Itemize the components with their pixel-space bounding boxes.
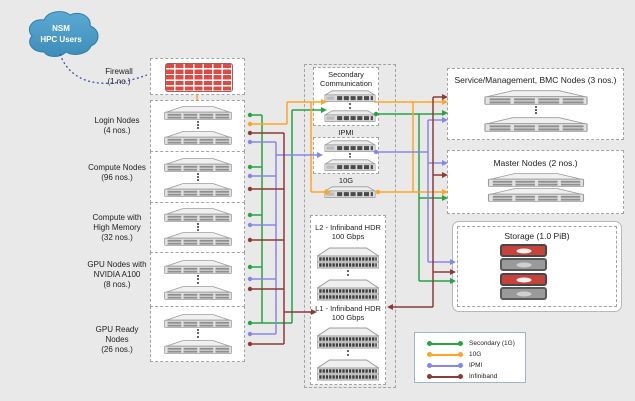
server-icon [478,116,594,133]
legend-item-10g: 10G [427,349,525,360]
stack-link [347,350,349,356]
legend-line-infiniband [427,374,463,379]
stack-link [197,223,199,231]
cloud-label-line1: NSM [52,24,70,33]
cloud-icon [28,11,99,57]
server-icon [160,231,236,247]
server-icon [160,259,236,275]
label-text: GPU Ready Nodes [95,325,139,344]
legend-label: 10G [469,351,482,358]
legend-line-secondary [427,341,463,346]
label-count: (96 nos.) [101,173,133,182]
compute-nodes-label: Compute Nodes (96 nos.) [86,163,148,183]
stack-link [197,173,199,181]
l2-infiniband-label: L2 - Infiniband HDR 100 Gbps [315,223,381,241]
stack-link [349,103,351,109]
switch-icon [322,159,378,172]
stack-link [197,275,199,284]
cloud-label-line2: HPC Users [40,35,82,44]
server-icon [160,285,236,301]
infiniband-switch-icon [315,326,381,350]
ten-g-label: 10G [338,176,354,185]
gpu-nodes-label: GPU Nodes with NVIDIA A100 (8 nos.) [86,260,148,290]
infiniband-switch-icon [315,246,381,270]
label-count: (8 nos.) [103,280,131,289]
ipmi-label: IPMI [338,128,354,137]
server-icon [160,339,236,355]
stack-link [347,270,349,276]
server-icon [160,157,236,173]
legend-line-10g [427,352,463,357]
label-count: (32 nos.) [101,233,133,242]
storage-array-icon [500,287,547,300]
legend-label: Infiniband [469,373,498,380]
label-count: (4 nos.) [103,126,131,135]
server-icon [160,313,236,329]
firewall-count: (1 no.) [107,77,131,86]
server-icon [160,207,236,223]
server-icon [482,187,590,203]
label-text: Login Nodes [94,116,140,125]
storage-label: Storage (1.0 PiB) [504,231,570,241]
infiniband-switch-icon [315,358,381,382]
switch-icon [322,90,378,103]
label-text: GPU Nodes with NVIDIA A100 [87,260,147,279]
switch-icon [322,140,378,153]
legend-line-ipmi [427,363,463,368]
master-nodes-label: Master Nodes (2 nos.) [493,158,578,168]
label-count: (26 nos.) [101,345,133,354]
firewall-label: Firewall (1 no.) [92,67,146,87]
legend-item-infiniband: Infiniband [427,371,525,382]
label-text: Compute with High Memory [92,213,142,232]
l1-infiniband-label: L1 - Infiniband HDR 100 Gbps [315,304,381,322]
switch-icon [322,186,378,199]
legend-item-secondary: Secondary (1G) [427,338,525,349]
storage-array-icon [500,244,547,257]
storage-inner-box [457,226,617,307]
server-icon [482,172,590,188]
secondary-comm-label: Secondary Communication [319,70,373,88]
service-management-label: Service/Management, BMC Nodes (3 nos.) [454,75,617,85]
switch-icon [322,110,378,123]
stack-link [197,121,199,129]
firewall-label-text: Firewall [105,67,133,76]
stack-link [197,329,199,338]
stack-link [535,106,537,114]
storage-array-icon [500,258,547,271]
legend-label: IPMI [469,362,483,369]
server-icon [478,89,594,106]
storage-array-icon [500,273,547,286]
high-memory-nodes-label: Compute with High Memory (32 nos.) [86,213,148,243]
stack-link [349,153,351,158]
legend-item-ipmi: IPMI [427,360,525,371]
login-nodes-label: Login Nodes (4 nos.) [86,116,148,136]
server-icon [160,105,236,121]
firewall-brick-icon [165,63,233,92]
users-cloud: NSM HPC Users [28,11,99,57]
server-icon [160,130,236,146]
infiniband-switch-icon [315,278,381,302]
legend-label: Secondary (1G) [469,340,515,347]
gpu-ready-nodes-label: GPU Ready Nodes (26 nos.) [86,325,148,355]
label-text: Compute Nodes [88,163,146,172]
legend: Secondary (1G) 10G IPMI Infiniband [414,332,526,383]
server-icon [160,182,236,198]
